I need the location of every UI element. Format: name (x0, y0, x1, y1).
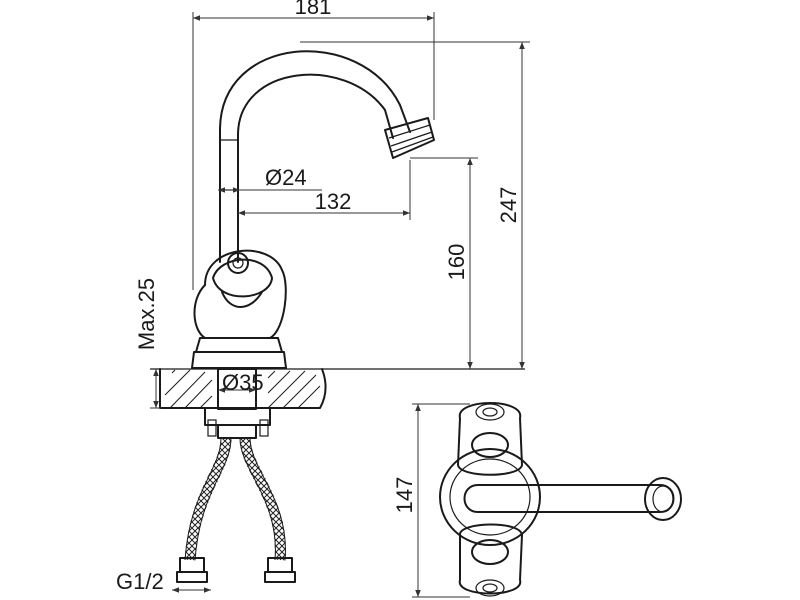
base-collar (195, 337, 283, 353)
faucet-body (193, 249, 287, 339)
handle-cap (227, 252, 249, 274)
countertop (150, 368, 525, 409)
dim-height-total: 247 (496, 187, 521, 224)
mounting-nut (204, 407, 271, 426)
dim-handle-span: 147 (392, 477, 417, 514)
dim-spout-diameter: Ø24 (265, 165, 307, 190)
handle-top-lower (458, 523, 523, 597)
handle-top-upper (457, 402, 523, 476)
dim-base-diameter: Ø35 (222, 370, 264, 395)
dim-width-total: 181 (295, 0, 332, 19)
faucet-side-view (176, 50, 435, 583)
spout-top (463, 484, 675, 513)
spout-outer (219, 50, 411, 263)
faucet-top-view (412, 402, 682, 598)
countertop-hatch (164, 369, 321, 409)
dimensions-side (150, 12, 530, 593)
aerator (384, 117, 435, 159)
dim-spout-reach: 132 (315, 189, 352, 214)
dim-max-thickness: Max.25 (134, 278, 159, 350)
base-rose (439, 448, 541, 546)
spout-inner (237, 73, 394, 263)
dim-spout-height: 160 (444, 244, 469, 281)
flex-hoses (184, 437, 286, 561)
dim-thread: G1/2 (116, 569, 164, 594)
hose-fittings (176, 557, 296, 583)
